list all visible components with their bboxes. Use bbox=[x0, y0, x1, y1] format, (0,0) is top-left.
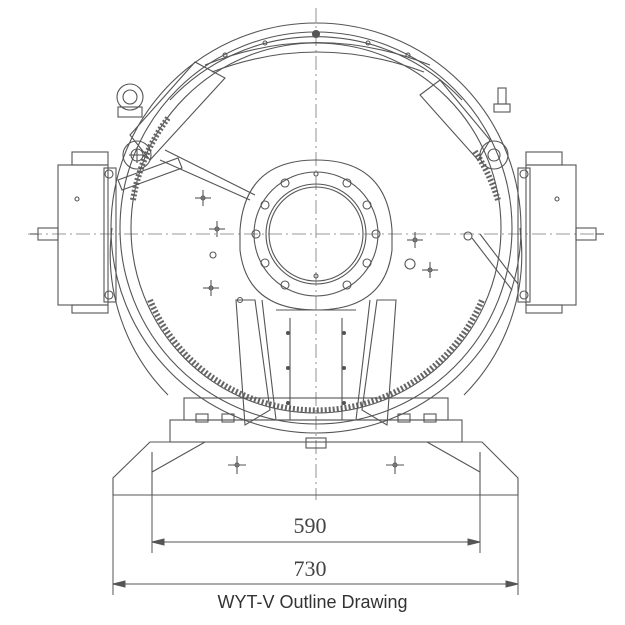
center-lines bbox=[28, 8, 600, 500]
top-knob bbox=[493, 87, 511, 113]
base bbox=[112, 441, 519, 496]
brake-box-right bbox=[517, 151, 604, 314]
top-band bbox=[204, 29, 431, 73]
brake-arm-right bbox=[419, 79, 519, 291]
lifting-eye bbox=[116, 83, 144, 118]
dimension-590-label: 590 bbox=[294, 513, 327, 538]
drawing-caption: WYT-V Outline Drawing bbox=[217, 592, 408, 612]
dimension-730-label: 730 bbox=[294, 556, 327, 581]
shaft-hub bbox=[239, 159, 393, 311]
brake-box-left bbox=[30, 151, 117, 314]
pedestal bbox=[235, 299, 397, 426]
brake-arm-left bbox=[117, 61, 256, 201]
dimension-lines bbox=[112, 495, 519, 595]
mounting-holes bbox=[195, 190, 438, 304]
